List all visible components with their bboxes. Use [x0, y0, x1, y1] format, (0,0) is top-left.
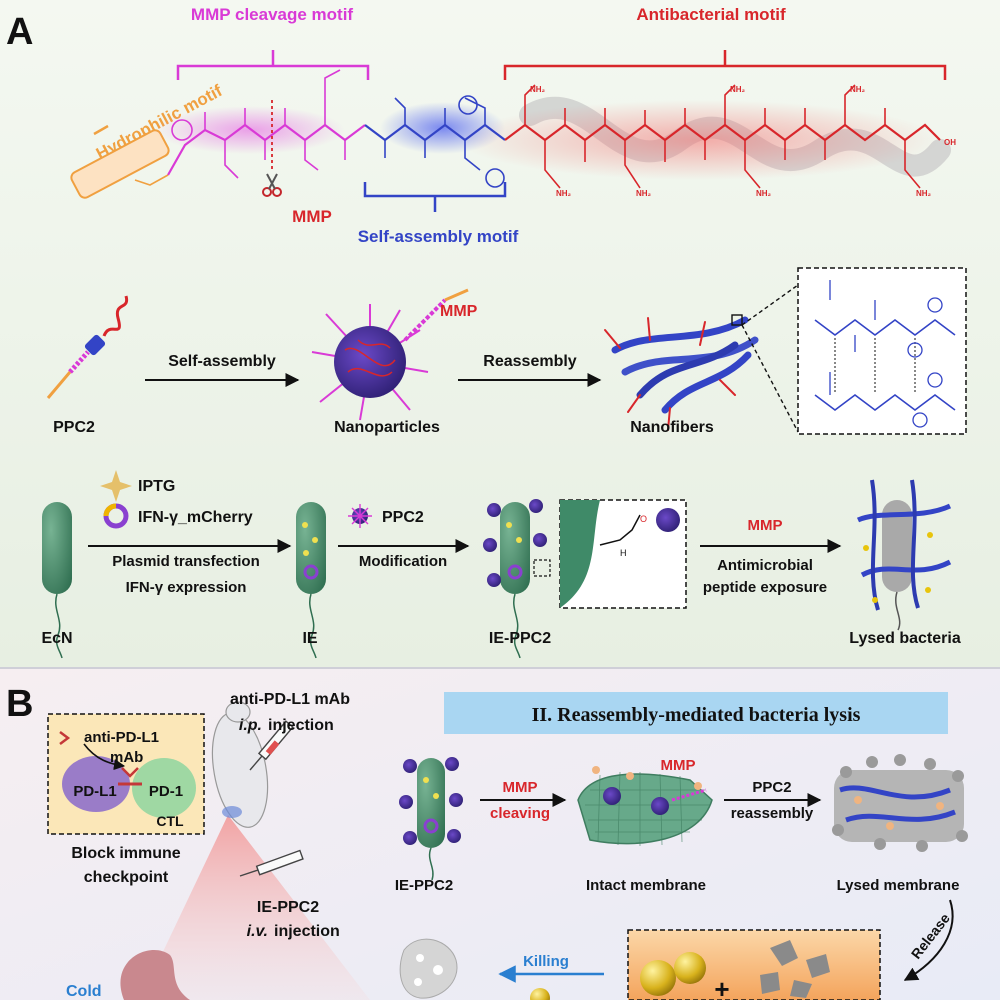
iv-injection-label: injection — [274, 923, 340, 940]
svg-text:NH₂: NH₂ — [850, 85, 866, 94]
surface-linkage-inset: HO — [559, 499, 687, 609]
svg-text:NH₂: NH₂ — [556, 189, 572, 198]
section-title: II. Reassembly-mediated bacteria lysis — [532, 704, 861, 726]
killing-label: Killing — [523, 953, 569, 970]
lysed-membrane-label: Lysed membrane — [837, 877, 960, 894]
antimicrobial-label: Antimicrobial — [717, 557, 813, 574]
self-assembly-bracket — [363, 182, 507, 212]
ip-label: i.p. — [239, 717, 262, 734]
injection-cone — [140, 815, 370, 1000]
cleaving-label: cleaving — [490, 805, 550, 822]
lysed-bacteria-label: Lysed bacteria — [849, 630, 961, 647]
mmp-cleavage-bracket — [176, 50, 370, 80]
pdl1-label: PD-L1 — [73, 783, 116, 800]
ppc2-b-label: PPC2 — [752, 779, 791, 796]
checkpoint-label: checkpoint — [84, 869, 169, 886]
svg-text:NH₂: NH₂ — [730, 85, 746, 94]
syringe-ip-icon — [249, 720, 294, 771]
svg-text:H: H — [620, 548, 627, 558]
svg-text:NH₂: NH₂ — [756, 189, 772, 198]
ip-injection-label: injection — [268, 717, 334, 734]
inset-mab-label: mAb — [110, 749, 143, 766]
ecn-label: EcN — [41, 630, 72, 647]
intact-membrane-label: Intact membrane — [586, 877, 706, 894]
iptg-label: IPTG — [138, 478, 175, 495]
cold-label: Cold — [66, 983, 102, 1000]
ifn-mcherry-label: IFN-γ_mCherry — [138, 509, 253, 526]
syringe-iv-icon — [239, 849, 304, 877]
reassembly-b-label: reassembly — [731, 805, 814, 822]
peptide-exposure-label: peptide exposure — [703, 579, 827, 596]
antibacterial-bracket — [503, 50, 947, 80]
plus-label: + — [714, 974, 729, 1000]
nanofibers-label: Nanofibers — [630, 419, 714, 436]
svg-text:NH₂: NH₂ — [530, 85, 546, 94]
nanofiber-icon — [604, 314, 759, 431]
ie-ppc2-bacterium-icon — [483, 499, 551, 659]
ppc2-label: PPC2 — [53, 419, 95, 436]
iv-label: i.v. — [247, 923, 268, 940]
mmp-site-label: MMP — [292, 207, 332, 226]
ie-label: IE — [302, 630, 317, 647]
ie-ppc2-injection-label: IE-PPC2 — [257, 899, 319, 916]
ie-bacterium-icon — [296, 502, 326, 659]
ie-ppc2-b-bacterium-icon — [399, 757, 463, 881]
ecn-bacterium-icon — [42, 502, 72, 659]
inset-anti-pdl1-label: anti-PD-L1 — [84, 729, 159, 746]
scissors-icon — [262, 173, 282, 197]
mmp-cleavage-motif-label: MMP cleavage motif — [191, 5, 354, 24]
nanoparticles-label: Nanoparticles — [334, 419, 440, 436]
ctl-label: CTL — [156, 813, 184, 829]
mmp-nanoparticle-label: MMP — [440, 303, 478, 320]
antibacterial-motif-label: Antibacterial motif — [636, 5, 786, 24]
self-assembly-step-label: Self-assembly — [168, 353, 276, 370]
mouse-icon — [211, 701, 269, 828]
plasmid-icon — [103, 503, 129, 529]
iptg-icon — [100, 470, 132, 502]
panel-a-letter: A — [6, 11, 33, 53]
intact-membrane-icon — [577, 766, 713, 846]
tumor-icon — [120, 950, 190, 1000]
svg-text:NH₂: NH₂ — [916, 189, 932, 198]
ie-ppc2-b-label: IE-PPC2 — [395, 877, 453, 894]
svg-text:O: O — [640, 514, 647, 524]
svg-text:OH: OH — [944, 138, 956, 147]
hydrophilic-bracket — [93, 124, 109, 136]
lysed-bacterium-icon — [856, 479, 952, 631]
beta-sheet-inset — [797, 267, 967, 435]
nanoparticle-icon — [311, 288, 469, 421]
block-immune-label: Block immune — [71, 845, 180, 862]
hydrophilic-bar — [70, 129, 170, 199]
svg-text:NH₂: NH₂ — [636, 189, 652, 198]
reassembly-step-label: Reassembly — [483, 353, 576, 370]
pd1-label: PD-1 — [149, 783, 183, 800]
mmp-cleaving-label: MMP — [503, 779, 538, 796]
ie-ppc2-label: IE-PPC2 — [489, 630, 551, 647]
mmp-top-label: MMP — [661, 757, 696, 774]
self-assembly-motif-label: Self-assembly motif — [358, 227, 519, 246]
ifn-expression-label: IFN-γ expression — [126, 579, 247, 596]
lysed-membrane-icon — [832, 754, 968, 852]
self-assembly-backbone — [364, 123, 506, 142]
ppc2-nanoparticle-small-icon — [348, 504, 372, 528]
plasmid-transfection-label: Plasmid transfection — [112, 553, 260, 570]
dead-cells-icon — [399, 938, 550, 1000]
section-title-bar — [444, 692, 948, 734]
panel-b-letter: B — [6, 683, 33, 725]
ppc2-small-label: PPC2 — [382, 509, 424, 526]
modification-label: Modification — [359, 553, 447, 570]
checkpoint-inset — [47, 713, 205, 835]
release-arrow — [903, 899, 954, 981]
anti-pdl1-mab-label: anti-PD-L1 mAb — [230, 691, 350, 708]
release-box — [627, 929, 881, 1000]
mmp-exposure-label: MMP — [748, 517, 783, 534]
ppc2-molecule-icon — [46, 295, 129, 399]
